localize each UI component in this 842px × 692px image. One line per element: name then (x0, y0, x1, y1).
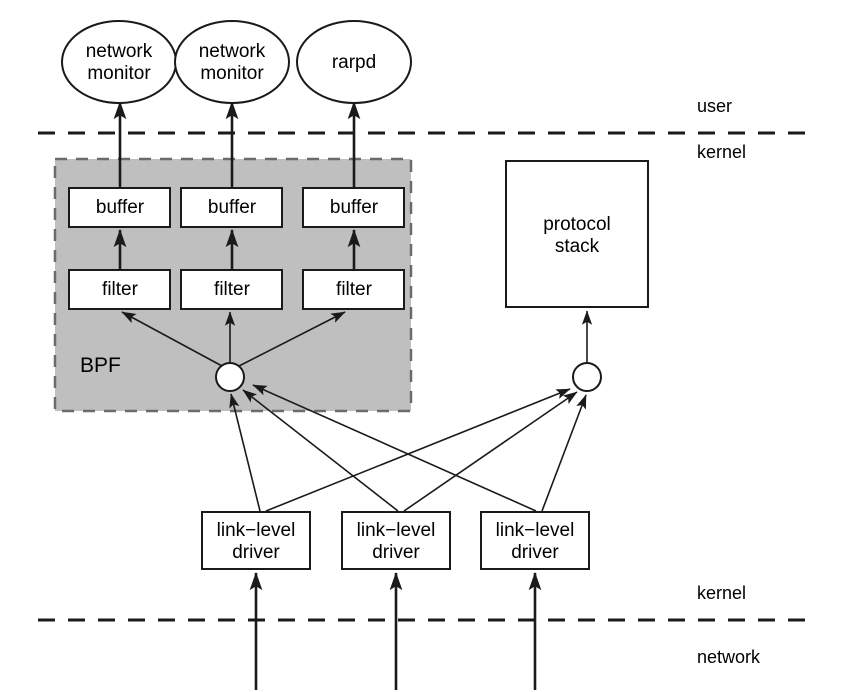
driver-3-label-line1: link−level (496, 520, 575, 541)
filter-2-label: filter (214, 279, 251, 300)
buffer-1-box (68, 187, 171, 228)
buffer-3-label: buffer (330, 197, 379, 218)
driver-1-label-line2: driver (232, 542, 280, 563)
zone-label-kernel-top: kernel (697, 142, 746, 162)
process-2-ellipse (174, 20, 290, 104)
driver-1-box (201, 511, 311, 570)
arrow-bpf-tap-to-filter-1 (121, 311, 223, 367)
arrow-driver-2-to-bpf-tap (242, 389, 399, 512)
process-1-label-line1: network (86, 41, 153, 62)
arrow-driver-3-to-bpf-tap (252, 384, 537, 512)
driver-3-box (480, 511, 590, 570)
bpf-region-label: BPF (80, 354, 121, 377)
driver-1-label-line1: link−level (217, 520, 296, 541)
arrow-driver-1-to-bpf-tap (229, 393, 261, 512)
arrow-driver-2-to-protocol-tap (403, 391, 578, 512)
filter-1-box (68, 269, 171, 310)
buffer-2-label: buffer (208, 197, 257, 218)
driver-2-label-line2: driver (372, 542, 420, 563)
filter-1-label: filter (102, 279, 139, 300)
zone-label-user: user (697, 96, 732, 116)
process-3-label-line1: rarpd (332, 52, 376, 73)
protocol-stack-box (505, 160, 649, 308)
process-1-label-line2: monitor (87, 63, 151, 84)
filter-2-box (180, 269, 283, 310)
zone-label-kernel-bottom: kernel (697, 583, 746, 603)
driver-2-label-line1: link−level (357, 520, 436, 541)
driver-2-box (341, 511, 451, 570)
buffer-1-label: buffer (96, 197, 145, 218)
process-2-label-line2: monitor (200, 63, 264, 84)
protocol-stack-label-line1: protocol (543, 214, 611, 235)
arrow-bpf-tap-to-filter-3 (238, 311, 346, 367)
arrow-driver-1-to-protocol-tap (265, 388, 571, 512)
zone-label-network: network (697, 647, 761, 667)
buffer-2-box (180, 187, 283, 228)
driver-3-label-line2: driver (511, 542, 559, 563)
process-3-ellipse (296, 20, 412, 104)
arrow-driver-3-to-protocol-tap (541, 394, 587, 512)
filter-3-box (302, 269, 405, 310)
bpf-tap-node (215, 362, 245, 392)
process-2-label-line1: network (199, 41, 266, 62)
protocol-tap-node (572, 362, 602, 392)
buffer-3-box (302, 187, 405, 228)
protocol-stack-label-line2: stack (555, 236, 600, 257)
filter-3-label: filter (336, 279, 373, 300)
